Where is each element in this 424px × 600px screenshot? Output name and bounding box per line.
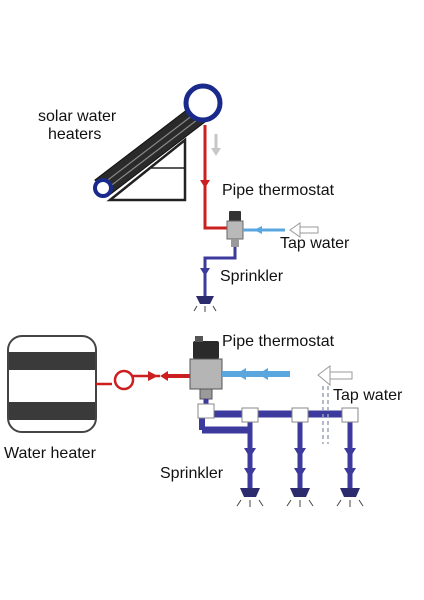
heater-band: [9, 352, 95, 370]
solar-heater-label-line2: heaters: [48, 126, 102, 143]
top-thermostat-label: Pipe thermostat: [222, 182, 335, 199]
water-heater-label: Water heater: [4, 445, 96, 462]
mixed-flow-arrow: [344, 468, 356, 478]
top-tap-water-label: Tap water: [280, 235, 350, 252]
pipe-thermostat-bottom: [189, 336, 223, 400]
mixed-flow-arrow: [294, 448, 306, 458]
sprinkler-head: [336, 488, 364, 507]
sprinkler-head: [236, 488, 264, 507]
circulation-loop: [113, 369, 135, 391]
mixed-flow-arrow: [294, 468, 306, 478]
cold-flow-arrow: [258, 368, 268, 380]
bottom-sprinkler-label: Sprinkler: [160, 465, 224, 482]
bottom-thermostat-label: Pipe thermostat: [222, 333, 335, 350]
mixed-water-pipe: [203, 247, 237, 296]
mixed-flow-arrow: [200, 268, 210, 276]
solar-stand: [106, 137, 187, 202]
mixed-flow-arrow: [244, 468, 256, 478]
mixed-flow-arrow: [344, 448, 356, 458]
heater-band: [9, 402, 95, 420]
solar-header-pipe: [93, 178, 113, 198]
solar-water-heater: [93, 83, 223, 202]
tap-inlet-arrow: [317, 365, 353, 387]
sprinkler-head: [286, 488, 314, 507]
cold-flow-arrow: [254, 226, 262, 234]
top-sprinkler-label: Sprinkler: [220, 268, 284, 285]
bottom-tap-water-label: Tap water: [333, 387, 403, 404]
hot-water-pipe: [203, 125, 228, 230]
flow-indicator: [211, 134, 221, 156]
cold-flow-arrow: [236, 368, 246, 380]
pipe-thermostat-top: [226, 211, 244, 247]
mixed-flow-arrow: [244, 448, 256, 458]
water-heater-tank: [7, 335, 97, 433]
solar-heater-label-line1: solar water: [38, 108, 117, 125]
solar-tank: [183, 83, 223, 123]
hot-flow-arrow: [148, 371, 158, 381]
tap-inlet-arrow: [289, 222, 319, 238]
sprinkler-head-top: [193, 296, 217, 312]
hot-flow-arrow: [200, 180, 210, 188]
hot-flow-arrow: [160, 371, 168, 381]
